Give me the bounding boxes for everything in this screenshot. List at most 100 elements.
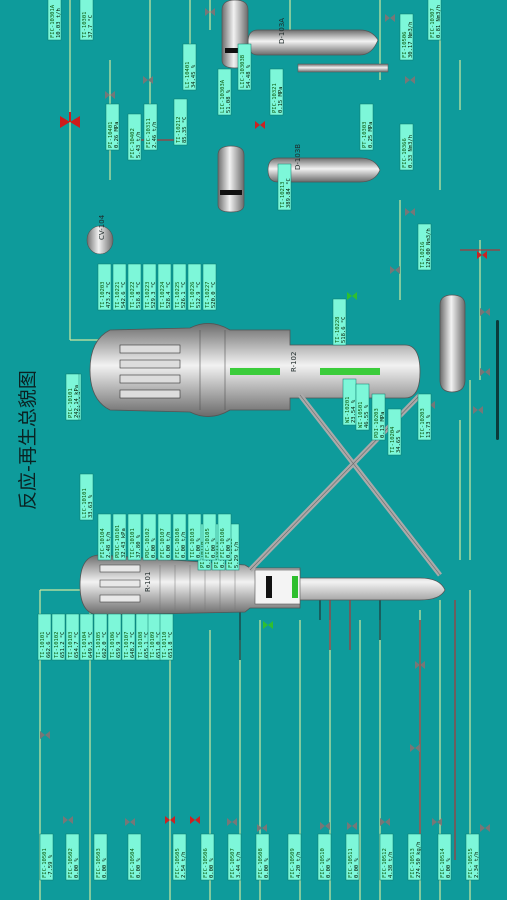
tag-value: 37.7 °C [88, 15, 94, 38]
tag-value: 0.00 t/h [166, 532, 172, 559]
tag-value: 0.26 MPa [114, 122, 120, 149]
top-receiver-2[interactable] [217, 145, 245, 213]
instrument-tag[interactable]: FIC-10501-7.59 % [39, 833, 54, 881]
r102-vessel[interactable]: R-102 [89, 294, 466, 417]
tag-id: FIC-10311 [146, 118, 152, 148]
tag-value: 0.00 % [354, 857, 360, 878]
tag-value: 23.54 % [351, 399, 357, 423]
red-piping [130, 139, 500, 880]
valve-icon [390, 266, 400, 274]
valve-icon [477, 251, 487, 259]
valve-icon [415, 661, 425, 669]
scrollbar[interactable] [496, 320, 499, 440]
valve-icon [320, 822, 330, 830]
tag-value: 529.3 °C [151, 282, 157, 309]
tag-box [200, 833, 215, 881]
d103a-drum[interactable]: D-103A [247, 18, 389, 73]
tag-box [202, 513, 217, 561]
d103b-drum[interactable]: D-103B [267, 144, 381, 183]
tag-id: TI-10226 [190, 282, 196, 309]
valve-icon [405, 76, 415, 84]
tag-id: FIC-10504 [130, 848, 136, 878]
tag-box [121, 613, 136, 661]
cv104-vessel[interactable]: CV-104 [86, 214, 114, 255]
tag-id: FI-10506 [402, 32, 408, 59]
tag-box [355, 383, 370, 431]
valves[interactable] [40, 8, 490, 832]
r101-vessel[interactable]: R-101 [79, 554, 446, 616]
tag-value: 649.5 °C [88, 632, 94, 659]
tag-id: FIC-10511 [348, 848, 354, 878]
tag-value: 3.44 t/h [236, 852, 242, 879]
tag-box [107, 613, 122, 661]
tag-id: PIC-10321 [272, 83, 278, 113]
tag-box [93, 613, 108, 661]
